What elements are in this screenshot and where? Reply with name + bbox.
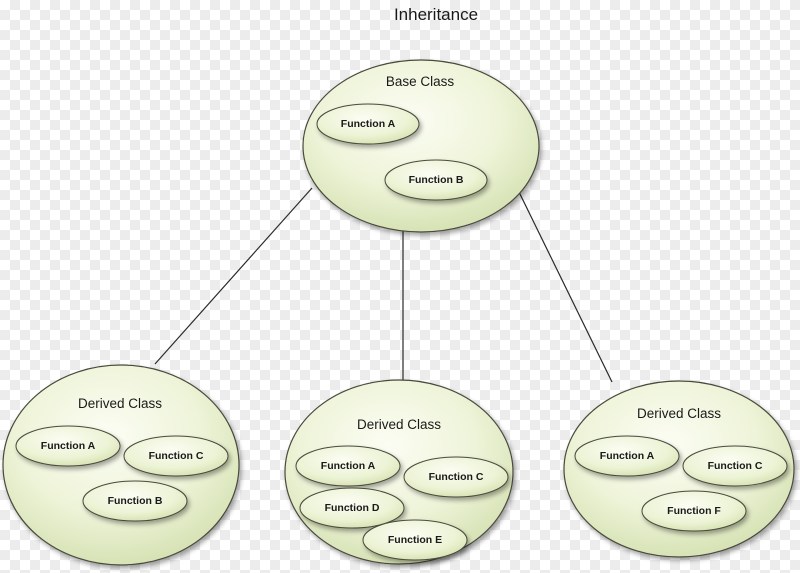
- function-bubble: Function B: [384, 159, 488, 201]
- function-label: Function A: [600, 450, 655, 462]
- base-class-label: Base Class: [386, 74, 455, 89]
- function-bubble: Function E: [362, 519, 468, 561]
- function-bubble: Function B: [82, 480, 188, 522]
- function-label: Function B: [108, 495, 163, 507]
- connector-base-to-derived-3: [518, 191, 613, 383]
- function-label: Function F: [667, 505, 721, 517]
- function-bubble: Function A: [295, 445, 401, 487]
- function-bubble: Function C: [682, 445, 788, 487]
- function-bubble: Function C: [403, 456, 509, 498]
- function-label: Function A: [321, 460, 376, 472]
- connector-base-to-derived-1: [154, 187, 313, 365]
- derived-class-node-1: Derived Class Function A Function C Func…: [2, 364, 240, 566]
- function-label: Function C: [708, 460, 763, 472]
- function-label: Function D: [325, 502, 380, 514]
- base-class-node: Base Class Function A Function B: [302, 59, 540, 233]
- function-bubble: Function D: [299, 487, 405, 529]
- function-bubble: Function A: [15, 425, 121, 467]
- function-label: Function B: [409, 174, 464, 186]
- function-label: Function E: [388, 534, 442, 546]
- derived-class-node-3: Derived Class Function A Function C Func…: [563, 380, 795, 558]
- function-label: Function A: [341, 118, 396, 130]
- derived-class-label: Derived Class: [637, 406, 721, 421]
- derived-class-node-2: Derived Class Function A Function C Func…: [284, 379, 514, 565]
- function-label: Function C: [149, 450, 204, 462]
- connectors: [154, 187, 613, 384]
- derived-class-label: Derived Class: [357, 417, 441, 432]
- function-label: Function C: [429, 471, 484, 483]
- function-bubble: Function F: [641, 490, 747, 532]
- derived-class-label: Derived Class: [78, 396, 162, 411]
- function-bubble: Function A: [574, 435, 680, 477]
- derived-class-ellipse: [2, 364, 240, 566]
- function-bubble: Function A: [316, 103, 420, 145]
- function-label: Function A: [41, 440, 96, 452]
- function-bubble: Function C: [123, 435, 229, 477]
- diagram-title: Inheritance: [394, 5, 478, 24]
